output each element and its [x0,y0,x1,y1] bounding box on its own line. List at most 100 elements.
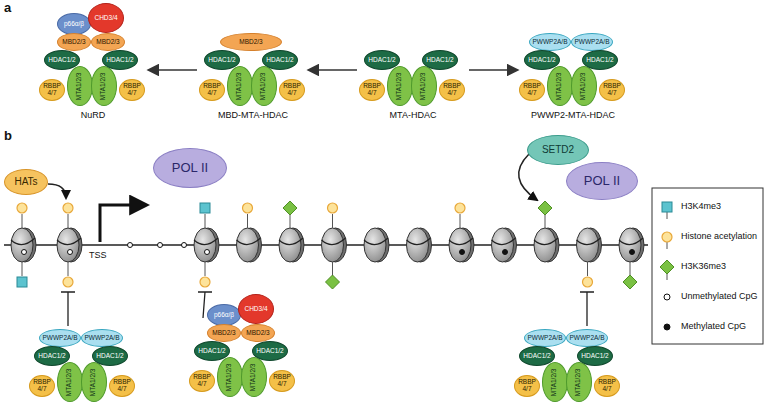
protein-subunit: MBD2/3 [91,33,125,51]
subunit-label: CHD3/4 [94,15,117,22]
mark-stem [332,262,333,276]
inhibition-lines [61,292,594,326]
protein-subunit: RBBP 4/7 [29,375,55,397]
protein-subunit: MBD2/3 [57,33,91,51]
protein-factor: POL II [566,162,638,200]
subunit-label: PWWP2A/B [569,335,604,342]
protein-subunit: RBBP 4/7 [189,370,215,392]
subunit-label: MTA1/2/3 [576,368,583,396]
dna-wrap [407,238,431,245]
protein-subunit: MTA1/2/3 [411,66,437,106]
subunit-label: MBD2/3 [239,39,262,46]
legend-text: Unmethylated CpG [681,292,759,302]
subunit-label: MTA1/2/3 [227,363,234,391]
protein-subunit: MTA1/2/3 [387,66,413,106]
subunit-label: PWWP2A/B [532,39,567,46]
complex-group: MBD-MTA-HDACMBD2/3HDAC1/2MTA1/2/3MTA1/2/… [200,4,306,122]
protein-subunit: MTA1/2/3 [227,66,253,106]
mark-stem [22,214,23,228]
acetylation-mark [200,277,210,287]
mark-stem [545,214,546,228]
protein-factor: HATs [4,169,48,195]
protein-factor: SETD2 [527,135,589,165]
subunit-label: RBBP 4/7 [522,83,542,97]
subunit-label: HDAC1/2 [266,57,293,64]
acetylation-mark [455,203,465,213]
subunit-label: RBBP 4/7 [597,379,617,393]
subunit-label: CHD3/4 [244,306,267,313]
subunit-label: MTA1/2/3 [77,72,84,100]
acetylation-mark [243,203,253,213]
subunit-label: HDAC1/2 [586,57,613,64]
unmethylated-cpg [158,243,163,248]
subunit-label: MTA1/2/3 [552,368,559,396]
mark-stem [68,214,69,228]
legend-sample [660,260,674,280]
subunit-label: PWWP2A/B [84,335,119,342]
dna-wrap [237,238,261,245]
subunit-label: p66α/β [64,21,84,28]
subunit-label: RBBP 4/7 [202,83,222,97]
subunit-label: MTA1/2/3 [67,368,74,396]
unmethylated-cpg [22,250,27,255]
subunit-label: RBBP 4/7 [122,83,142,97]
protein-subunit: p66α/β [57,13,91,35]
protein-subunit: PWWP2A/B [529,33,571,51]
acetylation-mark [583,277,593,287]
methylated-cpg [460,250,465,255]
protein-subunit: MTA1/2/3 [241,357,267,397]
subunit-label: PWWP2A/B [527,335,562,342]
subunit-label: HDAC1/2 [426,57,453,64]
subunit-label: MTA1/2/3 [237,72,244,100]
subunit-label: MTA1/2/3 [421,72,428,100]
protein-factor: POL II [153,148,227,188]
acetylation-mark [63,203,73,213]
dna-wrap [577,238,601,245]
protein-subunit: HDAC1/2 [582,50,618,70]
unmethylated-cpg [205,250,210,255]
unmethylated-cpg [68,250,73,255]
legend-box [652,188,763,344]
mark-stem [68,262,69,276]
acetylation-mark [17,203,27,213]
hat-arrow [48,184,66,198]
subunit-label: RBBP 4/7 [282,83,302,97]
protein-subunit: MTA1/2/3 [217,357,243,397]
subunit-label: p66α/β [214,312,234,319]
h3k4me3-mark [200,203,210,213]
legend-text: H3K4me3 [681,202,759,212]
mark-stem [332,214,333,228]
mark-stem [205,262,206,276]
subunit-label: POL II [584,174,620,188]
subunit-label: HDAC1/2 [48,57,75,64]
subunit-label: MTA1/2/3 [581,72,588,100]
subunit-label: MBD2/3 [62,39,85,46]
protein-subunit: PWWP2A/B [39,329,81,347]
mark-stem [290,214,291,228]
mark-stem [587,262,588,276]
protein-subunit: MTA1/2/3 [571,66,597,106]
legend-sample [664,324,670,330]
transition-arrow [469,69,517,71]
dna-wrap [194,238,218,245]
complex-group: NuRDp66α/βCHD3/4MBD2/3MBD2/3HDAC1/2MTA1/… [40,4,146,122]
unmethylated-cpg [182,243,187,248]
mark-stem [630,262,631,276]
subunit-label: MBD2/3 [96,39,119,46]
protein-subunit: MTA1/2/3 [566,362,592,402]
legend-sample [662,202,672,219]
methylated-cpg [503,250,508,255]
subunit-label: MTA1/2/3 [251,363,258,391]
subunit-label: RBBP 4/7 [272,374,292,388]
complex-group: MTA-HDACHDAC1/2MTA1/2/3MTA1/2/3HDAC1/2RB… [360,4,466,122]
protein-subunit: HDAC1/2 [92,346,128,366]
panel-letter: b [4,128,12,143]
protein-subunit: MBD2/3 [207,324,241,342]
protein-subunit: HDAC1/2 [422,50,458,70]
protein-subunit: RBBP 4/7 [269,370,295,392]
tss-arrow [100,205,146,242]
unmethylated-cpg [128,243,133,248]
protein-subunit: RBBP 4/7 [359,79,385,101]
protein-subunit: MTA1/2/3 [91,66,117,106]
protein-subunit: RBBP 4/7 [39,79,65,101]
